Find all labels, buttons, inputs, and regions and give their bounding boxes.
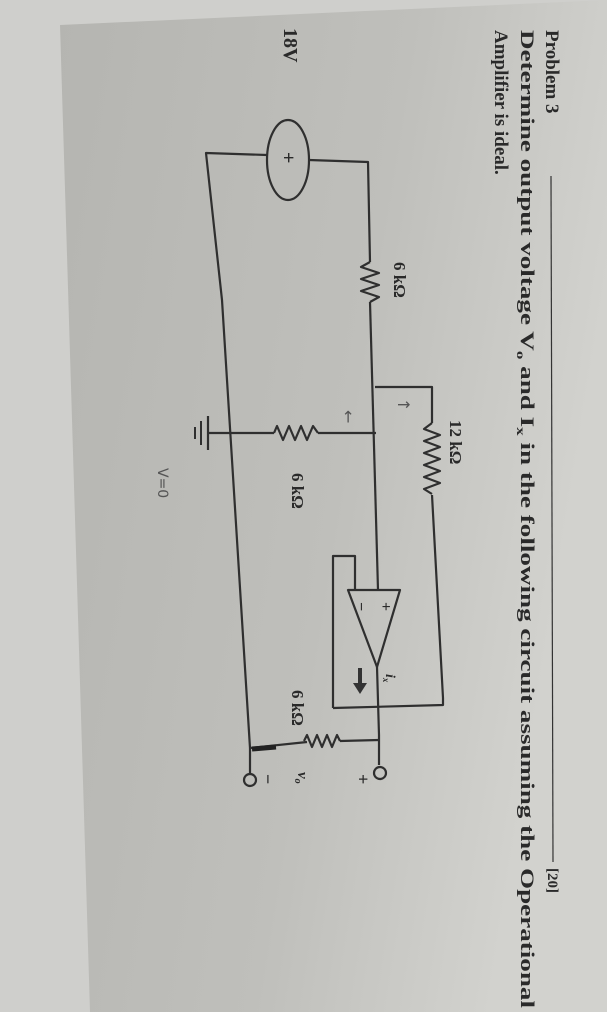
op-amp-triangle bbox=[346, 588, 402, 669]
feedback-top-wire bbox=[375, 385, 434, 423]
thick-segment bbox=[251, 744, 277, 752]
return-wire bbox=[204, 151, 268, 749]
feedback-resistor bbox=[422, 422, 442, 495]
output-voltage-label: vo bbox=[292, 772, 310, 784]
output-plus-terminal bbox=[372, 765, 388, 781]
feedback-resistor-label: 12 kΩ bbox=[446, 420, 465, 464]
output-resistor-label: 6 kΩ bbox=[288, 690, 307, 726]
op-amp-minus: − bbox=[352, 602, 369, 611]
output-plus-sign: + bbox=[353, 774, 373, 784]
current-label: ix bbox=[381, 674, 397, 683]
output-minus-terminal bbox=[242, 772, 258, 788]
output-resistor bbox=[303, 733, 341, 749]
series-resistor-label: 6 kΩ bbox=[390, 262, 409, 298]
op-amp: + − bbox=[346, 588, 402, 669]
handwritten-arrow-left: ← bbox=[339, 410, 358, 423]
node-wire bbox=[368, 301, 380, 591]
problem-question-line1: Determine output voltage Vo and Ix in th… bbox=[514, 30, 537, 1008]
output-wire bbox=[375, 666, 381, 765]
source-top-wire bbox=[308, 158, 372, 263]
op-amp-plus: + bbox=[377, 602, 394, 611]
ground-resistor bbox=[272, 424, 319, 442]
current-arrow-icon bbox=[353, 668, 367, 694]
paper-sheet bbox=[60, 0, 607, 1012]
source-label: 18V bbox=[279, 28, 301, 63]
handwritten-arrow-up: ↑ bbox=[394, 398, 413, 411]
title-rule bbox=[550, 175, 554, 863]
op-amp-feedback-loop bbox=[331, 554, 357, 708]
ground-resistor-label: 6 kΩ bbox=[288, 473, 307, 509]
problem-question-line2: Amplifier is ideal. bbox=[490, 30, 511, 175]
circuit-diagram: 18V + 6 kΩ 12 kΩ 6 kΩ ↑ ← V=0 + − bbox=[154, 28, 465, 788]
series-resistor bbox=[359, 261, 381, 303]
ground-icon bbox=[194, 416, 210, 450]
problem-title: Problem 3 bbox=[541, 30, 562, 114]
output-minus-sign: − bbox=[258, 774, 278, 784]
handwritten-note: V=0 bbox=[154, 468, 170, 498]
output-resistor-wire bbox=[339, 738, 380, 743]
problem-header: Problem 3 [20] bbox=[541, 30, 562, 893]
problem-marks: [20] bbox=[544, 868, 560, 893]
source-plus: + bbox=[277, 152, 299, 163]
feedback-wire bbox=[332, 494, 445, 710]
